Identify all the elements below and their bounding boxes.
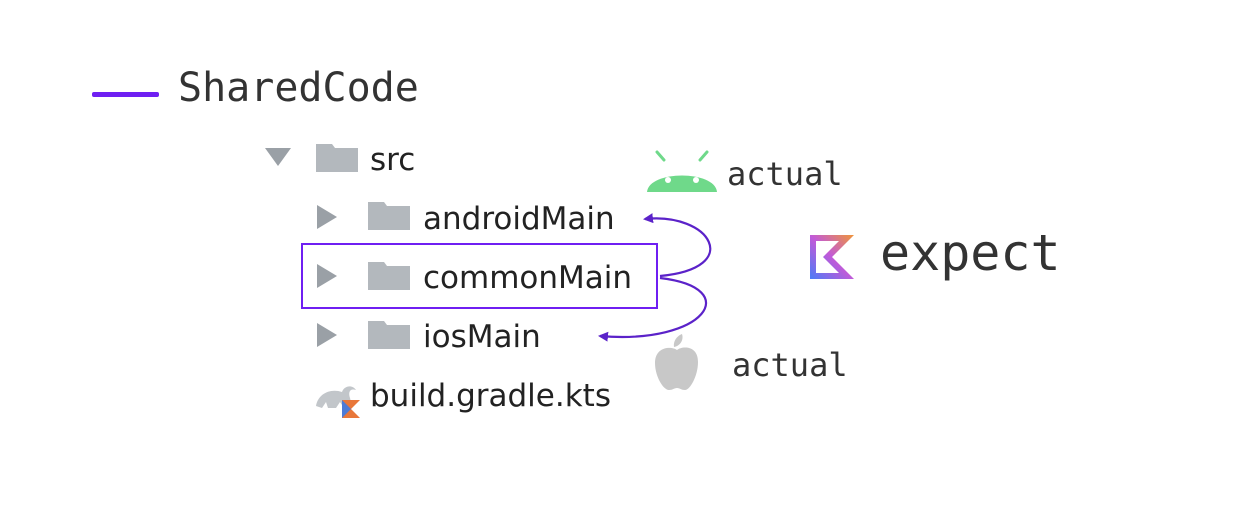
expect-label: expect [880, 224, 1061, 282]
page-title: SharedCode [178, 65, 419, 111]
android-icon [647, 150, 717, 192]
common-main-highlight-box [301, 243, 658, 309]
title-accent-line [92, 92, 159, 97]
folder-icon [368, 202, 410, 230]
collapse-caret-icon[interactable] [317, 323, 337, 347]
folder-icon [368, 262, 410, 290]
arrow-to-ios [598, 276, 708, 342]
folder-icon [316, 144, 358, 172]
tree-item-iosMain[interactable]: iosMain [423, 319, 541, 355]
arrow-to-android [643, 213, 712, 278]
tree-item-src[interactable]: src [370, 142, 416, 178]
collapse-caret-icon[interactable] [317, 264, 337, 288]
folder-icon [368, 321, 410, 349]
tree-item-commonMain[interactable]: commonMain [423, 260, 633, 296]
tree-item-androidMain[interactable]: androidMain [423, 201, 615, 237]
collapse-caret-icon[interactable] [317, 205, 337, 229]
ios-actual-label: actual [732, 346, 848, 384]
android-actual-label: actual [727, 155, 843, 193]
kotlin-icon [810, 235, 854, 279]
gradle-kotlin-file-icon [316, 386, 360, 418]
tree-item-build-gradle[interactable]: build.gradle.kts [370, 378, 611, 414]
apple-icon [655, 334, 698, 390]
expand-caret-icon[interactable] [265, 148, 291, 166]
